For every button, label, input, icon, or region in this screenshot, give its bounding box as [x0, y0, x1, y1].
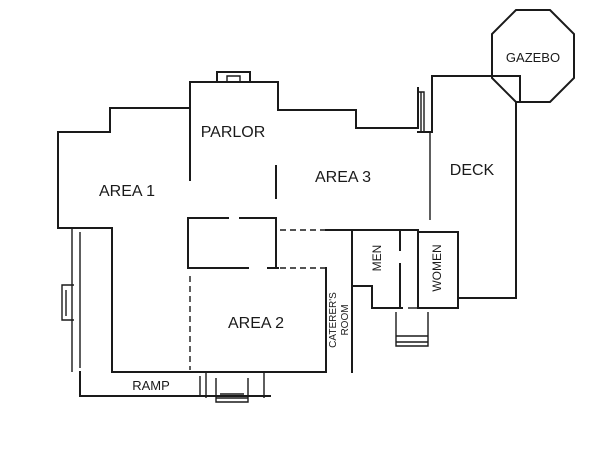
restroom-walls [351, 229, 419, 293]
men-label: MEN [370, 245, 384, 272]
ramp [79, 371, 271, 398]
deck-label: DECK [450, 162, 495, 179]
ramp-label: RAMP [132, 378, 170, 393]
area1-label: AREA 1 [99, 183, 155, 200]
area3-label: AREA 3 [315, 169, 371, 186]
parlor-chimney [216, 71, 251, 83]
parlor-label: PARLOR [201, 124, 266, 141]
south-stair [395, 312, 429, 347]
deck-walls [417, 101, 517, 309]
area2-label: AREA 2 [228, 315, 284, 332]
west-wall [57, 227, 113, 373]
entrance-steps [215, 378, 249, 403]
caterers-room-label-line1: CATERER'S [328, 292, 339, 348]
west-porch [61, 228, 81, 372]
deck-stair [418, 91, 425, 133]
caterers-room-label-line2: ROOM [340, 304, 351, 335]
gazebo-outline [491, 9, 575, 103]
women-label: WOMEN [430, 244, 444, 291]
north-wall [57, 107, 191, 229]
gazebo-label: GAZEBO [506, 50, 560, 65]
parlor-walls [189, 81, 283, 151]
